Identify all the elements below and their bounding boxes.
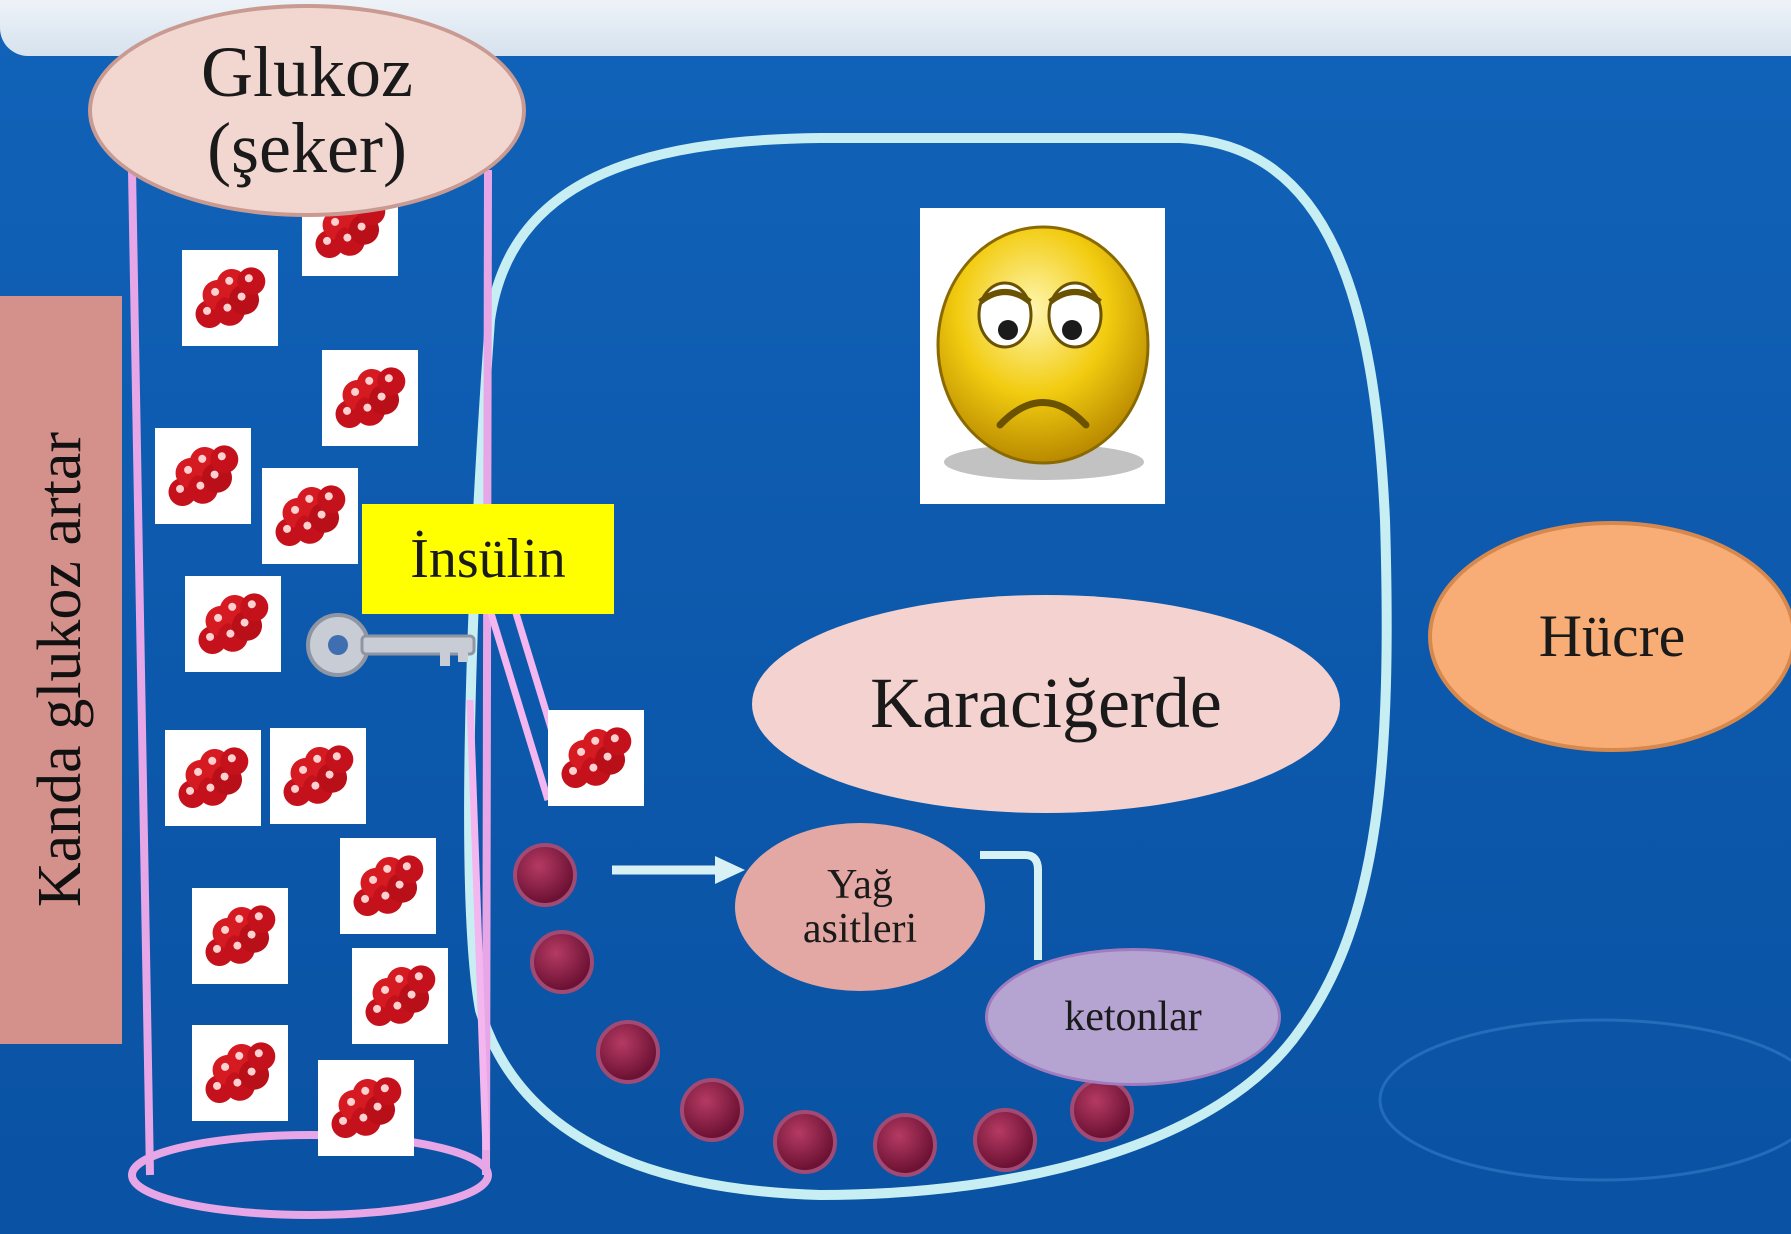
glucose-molecule-icon (548, 710, 644, 806)
glucose-molecule-icon (182, 250, 278, 346)
glucose-molecule-icon (192, 888, 288, 984)
glucose-molecule-icon (340, 838, 436, 934)
blood-glucose-label: Kanda glukoz artar (0, 296, 122, 1044)
glucose-molecules (155, 180, 644, 1156)
connector-fatty-acids-ketones (980, 855, 1038, 960)
glucose-molecule-icon (270, 728, 366, 824)
glucose-label-line1: Glukoz (201, 35, 413, 111)
insulin-label: İnsülin (362, 504, 614, 614)
glucose-label: Glukoz (şeker) (88, 4, 526, 217)
glucose-molecule-icon (262, 468, 358, 564)
cell-label: Hücre (1428, 521, 1791, 752)
fatty-acids-line1: Yağ (827, 863, 893, 907)
glucose-molecule-icon (322, 350, 418, 446)
blood-glucose-text: Kanda glukoz artar (28, 432, 93, 907)
glucose-molecule-icon (185, 576, 281, 672)
sad-face-icon (920, 208, 1165, 504)
decorative-swirl (1380, 1020, 1791, 1180)
glucose-molecule-icon (165, 730, 261, 826)
glucose-molecule-icon (192, 1025, 288, 1121)
key-icon (308, 615, 474, 675)
glucose-molecule-icon (352, 948, 448, 1044)
glucose-label-line2: (şeker) (207, 111, 407, 187)
glucose-molecule-icon (318, 1060, 414, 1156)
fatty-acids-label: Yağ asitleri (735, 823, 985, 991)
arrow-to-fatty-acids (612, 856, 745, 884)
fatty-acids-line2: asitleri (803, 907, 917, 951)
ketones-label: ketonlar (985, 948, 1281, 1086)
liver-label: Karaciğerde (752, 595, 1340, 813)
glucose-molecule-icon (155, 428, 251, 524)
